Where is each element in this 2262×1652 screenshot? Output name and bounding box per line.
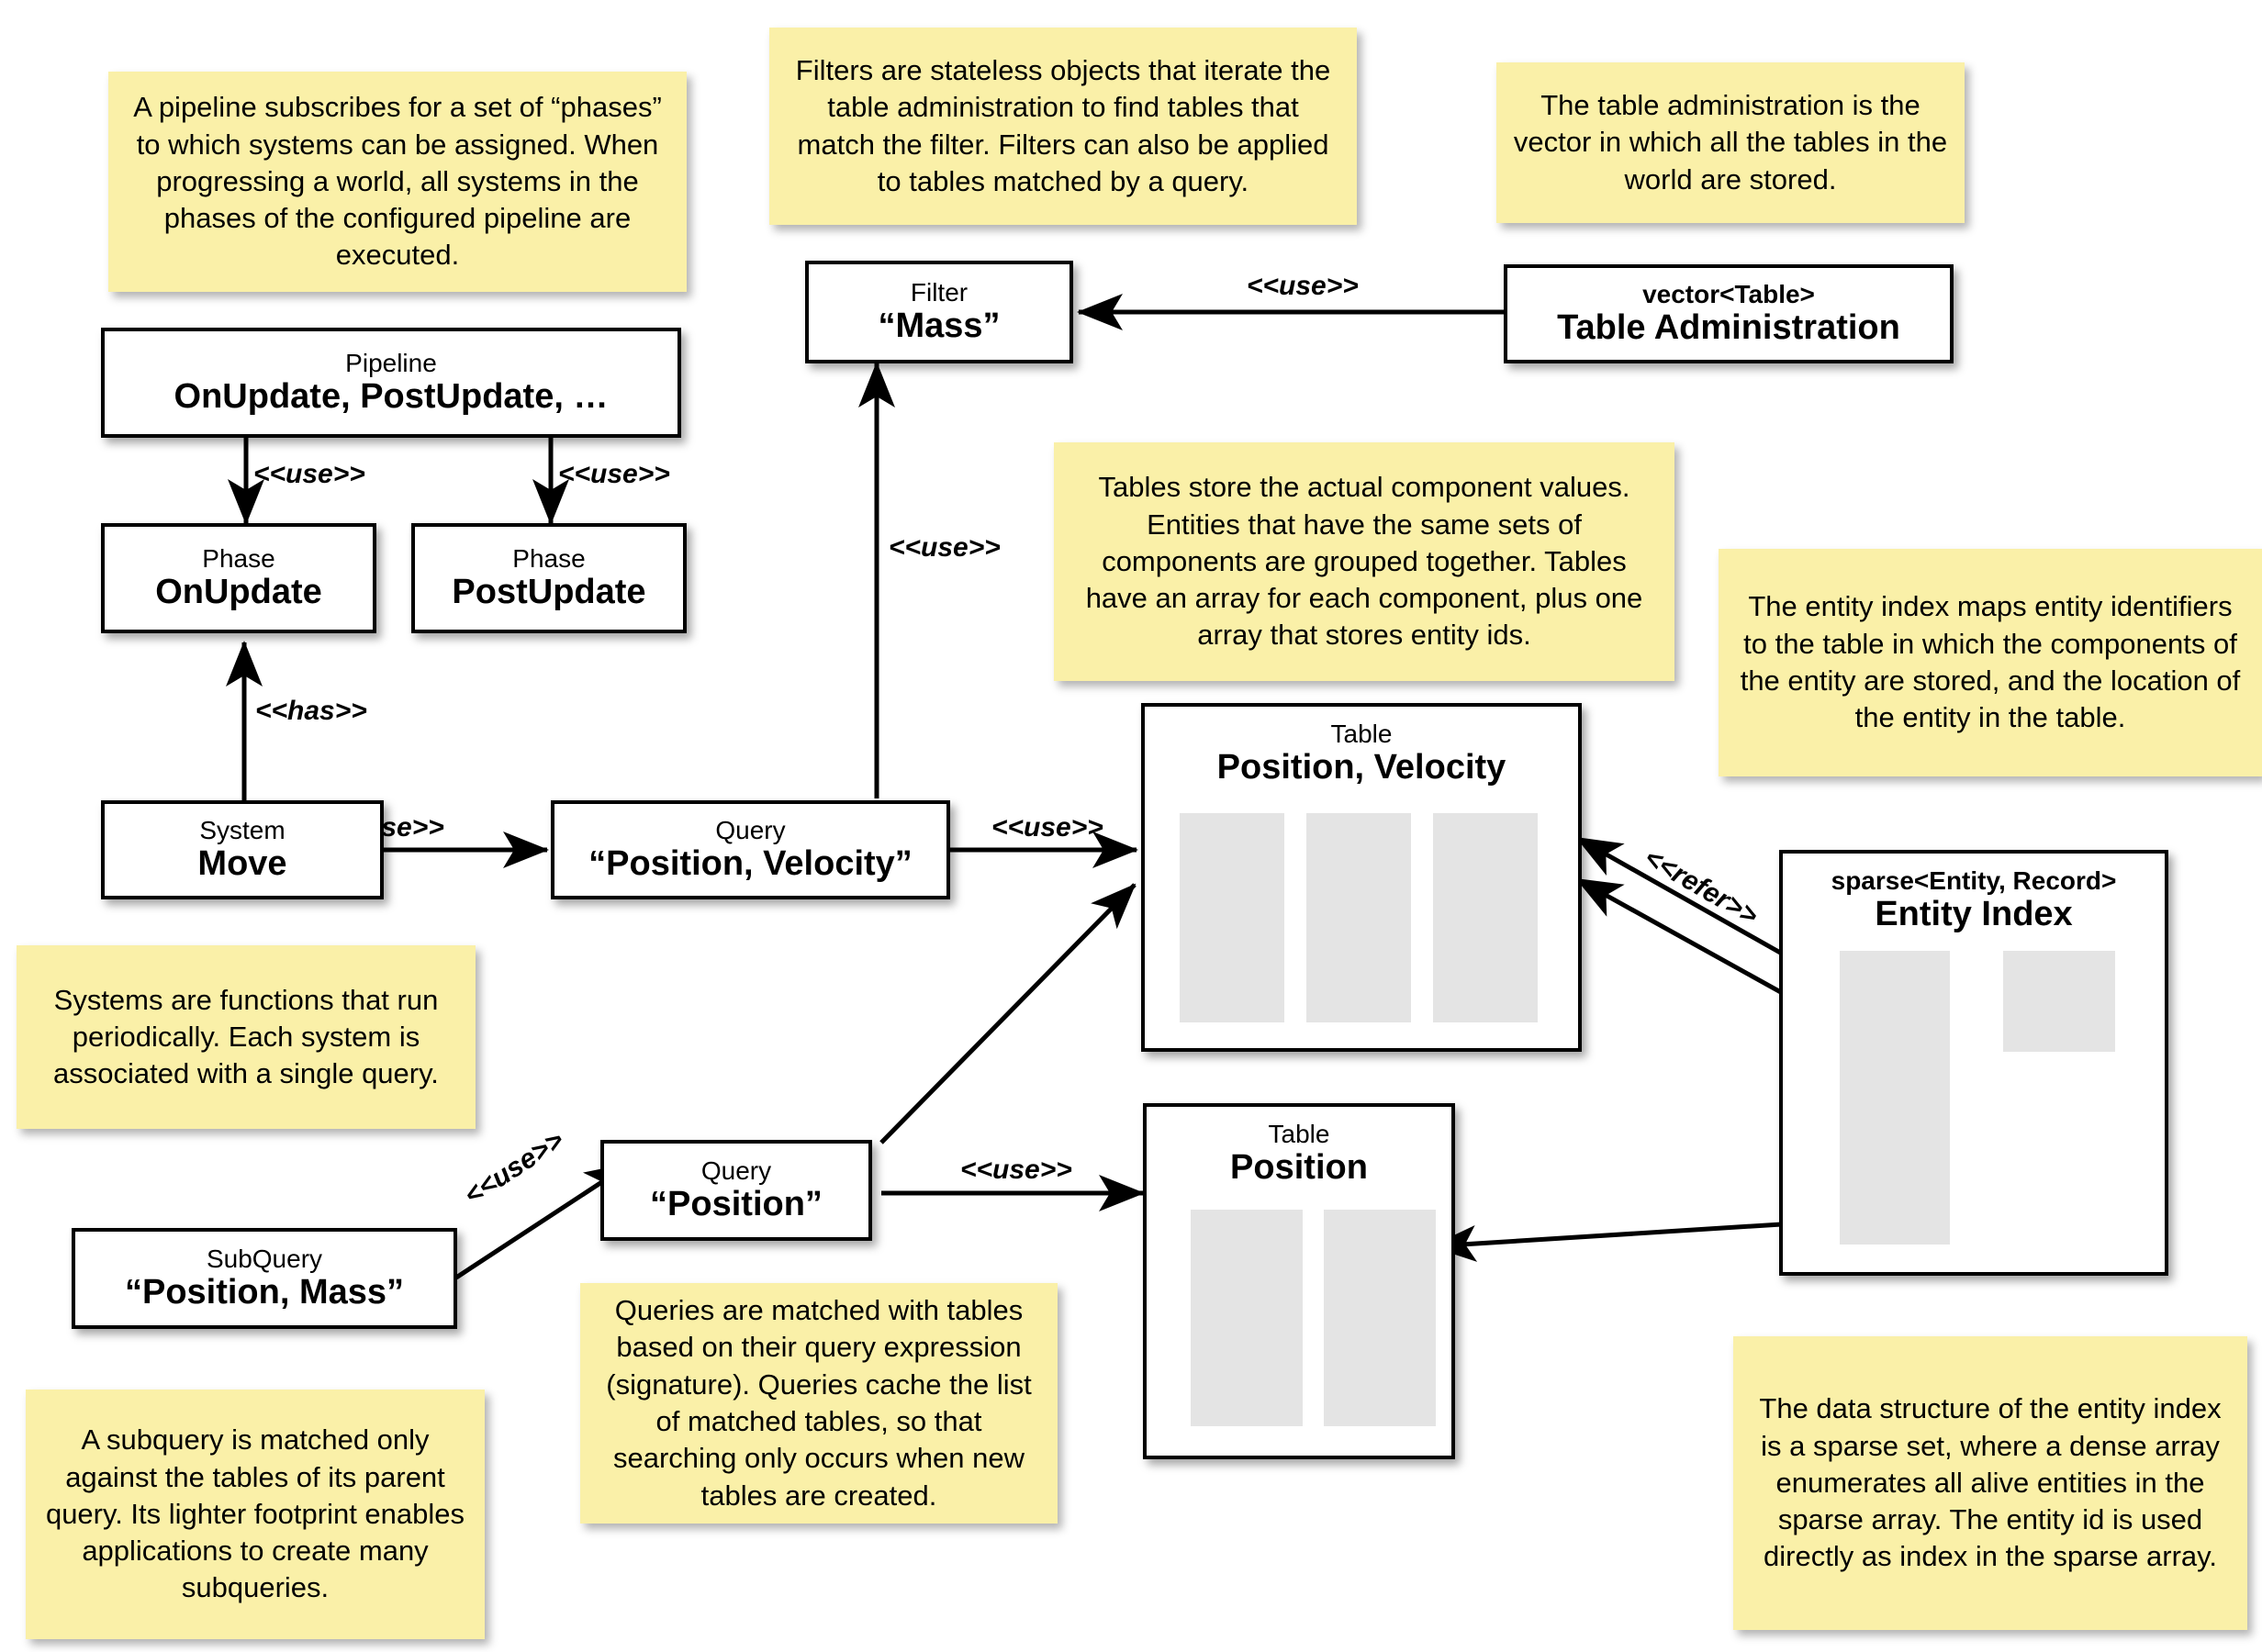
box-query-position-velocity[interactable]: Query “Position, Velocity” — [551, 800, 950, 899]
note-queries: Queries are matched with tables based on… — [580, 1283, 1058, 1524]
edge-label-query-table: <<use>> — [991, 812, 1103, 843]
table-position-column-1 — [1191, 1210, 1303, 1426]
note-filter: Filters are stateless objects that itera… — [769, 28, 1357, 225]
edge-label-pipeline-postupdate: <<use>> — [558, 459, 670, 489]
note-subquery-text: A subquery is matched only against the t… — [45, 1423, 465, 1604]
note-entity-index: The entity index maps entity identifiers… — [1719, 549, 2262, 776]
box-query-position-velocity-stereotype: Query — [715, 815, 786, 844]
box-system-move[interactable]: System Move — [101, 800, 384, 899]
note-pipeline-text: A pipeline subscribes for a set of “phas… — [133, 91, 662, 272]
note-queries-text: Queries are matched with tables based on… — [606, 1294, 1032, 1512]
box-phase-onupdate-name: OnUpdate — [155, 573, 322, 612]
box-pipeline-name: OnUpdate, PostUpdate, … — [174, 377, 609, 417]
entity-index-dense-array — [2003, 951, 2115, 1052]
box-query-position-velocity-name: “Position, Velocity” — [588, 844, 913, 884]
entity-index-sparse-array — [1840, 951, 1950, 1245]
note-tables: Tables store the actual component values… — [1054, 442, 1674, 681]
box-phase-onupdate-stereotype: Phase — [202, 543, 275, 573]
note-systems-text: Systems are functions that run periodica… — [53, 983, 439, 1090]
box-table-administration-stereotype: vector<Table> — [1642, 279, 1815, 308]
box-query-position-stereotype: Query — [700, 1155, 772, 1185]
edge-label-querypos-tablepos: <<use>> — [960, 1155, 1072, 1185]
box-filter-mass-stereotype: Filter — [910, 277, 969, 307]
box-table-position-velocity-stereotype: Table — [1330, 720, 1393, 748]
box-table-administration[interactable]: vector<Table> Table Administration — [1504, 264, 1954, 363]
note-pipeline: A pipeline subscribes for a set of “phas… — [108, 72, 687, 292]
box-entity-index[interactable]: sparse<Entity, Record> Entity Index — [1779, 850, 2168, 1276]
box-phase-onupdate[interactable]: Phase OnUpdate — [101, 523, 376, 633]
box-phase-postupdate[interactable]: Phase PostUpdate — [411, 523, 687, 633]
note-entity-index-text: The entity index maps entity identifiers… — [1740, 590, 2241, 734]
note-table-administration: The table administration is the vector i… — [1496, 62, 1965, 223]
table-position-velocity-column-2 — [1306, 813, 1411, 1022]
box-table-position-name: Position — [1230, 1148, 1368, 1188]
note-subquery: A subquery is matched only against the t… — [26, 1390, 485, 1639]
table-position-column-2 — [1324, 1210, 1436, 1426]
edge-querypos-tableposvel — [879, 883, 1137, 1144]
box-table-position-stereotype: Table — [1268, 1120, 1330, 1148]
box-phase-postupdate-name: PostUpdate — [452, 573, 646, 612]
box-system-move-stereotype: System — [199, 815, 286, 844]
table-position-velocity-column-1 — [1180, 813, 1284, 1022]
note-tables-text: Tables store the actual component values… — [1085, 471, 1643, 652]
note-systems: Systems are functions that run periodica… — [17, 945, 476, 1129]
box-pipeline[interactable]: Pipeline OnUpdate, PostUpdate, … — [101, 328, 681, 438]
edge-label-subquery-querypos: <<use>> — [459, 1124, 570, 1211]
note-filter-text: Filters are stateless objects that itera… — [795, 53, 1331, 197]
box-pipeline-stereotype: Pipeline — [345, 348, 437, 377]
box-table-administration-name: Table Administration — [1557, 308, 1900, 348]
edge-label-query-filter: <<use>> — [889, 532, 1001, 563]
box-subquery-position-mass[interactable]: SubQuery “Position, Mass” — [72, 1228, 457, 1329]
box-filter-mass[interactable]: Filter “Mass” — [805, 261, 1073, 363]
note-sparse-set: The data structure of the entity index i… — [1733, 1336, 2247, 1630]
box-subquery-position-mass-stereotype: SubQuery — [206, 1244, 323, 1273]
box-table-position-velocity-name: Position, Velocity — [1216, 748, 1506, 787]
box-entity-index-stereotype: sparse<Entity, Record> — [1831, 866, 2117, 895]
edge-label-entityindex-table: <<refer>> — [1639, 843, 1764, 932]
box-system-move-name: Move — [197, 844, 287, 884]
note-table-administration-text: The table administration is the vector i… — [1513, 89, 1948, 195]
box-query-position-name: “Position” — [650, 1185, 823, 1224]
table-position-velocity-column-3 — [1433, 813, 1538, 1022]
box-query-position[interactable]: Query “Position” — [600, 1140, 872, 1241]
box-entity-index-name: Entity Index — [1875, 895, 2073, 934]
edge-label-tableadmin-filter: <<use>> — [1247, 271, 1359, 301]
edge-label-pipeline-onupdate: <<use>> — [253, 459, 365, 489]
box-filter-mass-name: “Mass” — [878, 307, 1001, 346]
box-phase-postupdate-stereotype: Phase — [512, 543, 586, 573]
note-sparse-set-text: The data structure of the entity index i… — [1759, 1392, 2222, 1573]
box-subquery-position-mass-name: “Position, Mass” — [124, 1273, 405, 1312]
edge-label-system-onupdate: <<has>> — [255, 696, 367, 726]
